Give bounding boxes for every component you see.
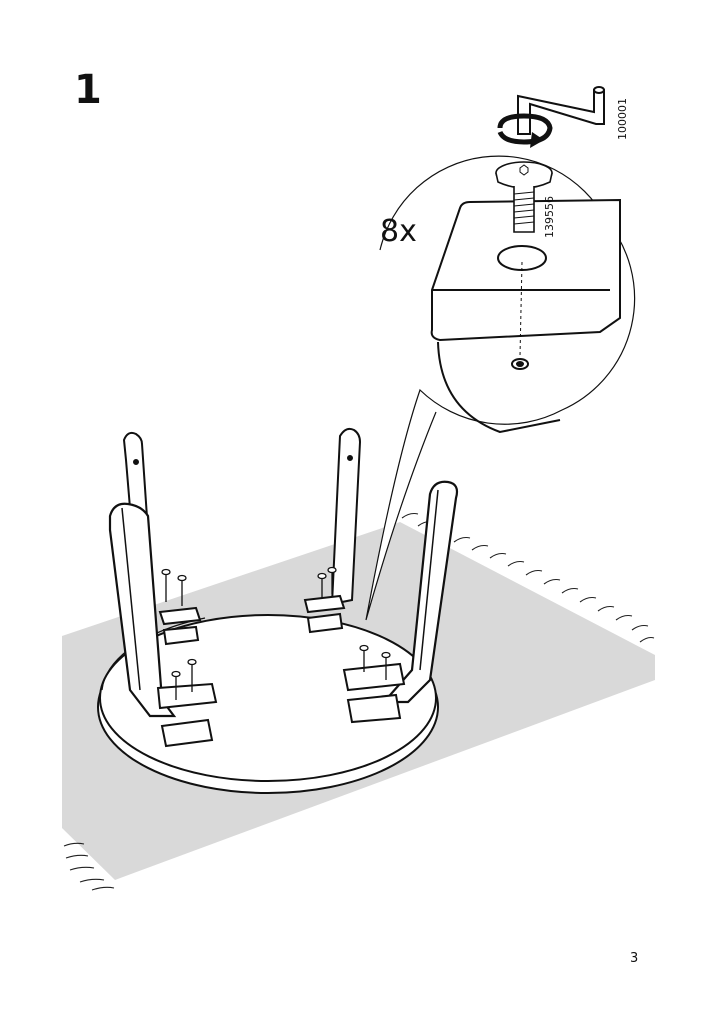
leg-front-left	[108, 502, 177, 718]
screws	[161, 566, 391, 700]
step-number: 1	[74, 67, 102, 113]
mounting-plates	[156, 594, 406, 748]
part-code-screw: 139556	[543, 196, 556, 238]
page-number: 3	[630, 951, 639, 966]
detail-panel	[430, 198, 621, 434]
screw-icon	[495, 161, 553, 233]
allen-key-icon	[497, 86, 605, 148]
leg-front-right	[381, 480, 459, 704]
part-code-allen-key: 100001	[616, 98, 629, 140]
quantity-label: 8x	[380, 214, 417, 249]
leg-back-right	[330, 427, 362, 606]
